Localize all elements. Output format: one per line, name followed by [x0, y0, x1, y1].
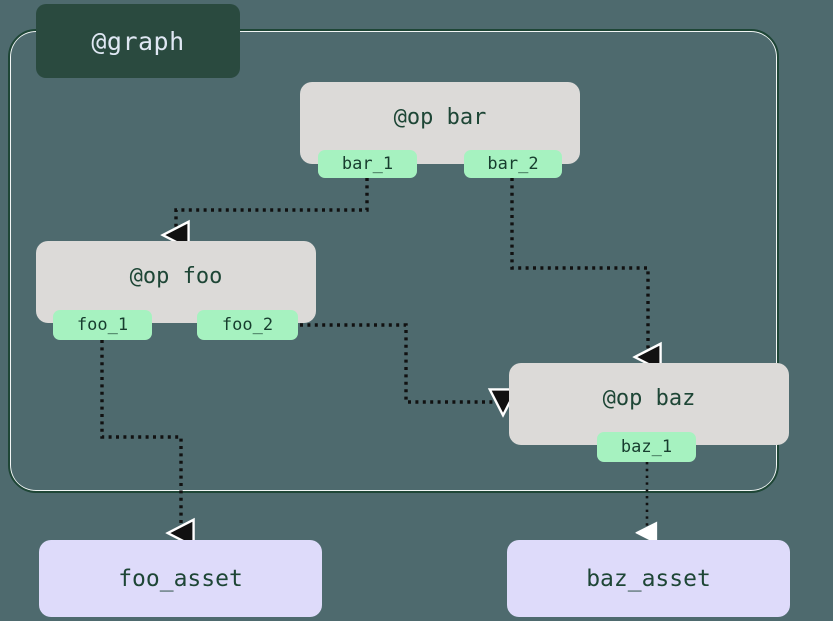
- port-bar_2[interactable]: bar_2: [464, 150, 562, 178]
- graph-container-boundary: [8, 29, 779, 493]
- edge-bar_1-to-foo: [176, 178, 369, 234]
- edge-foo_2-to-baz: [300, 323, 502, 402]
- graph-title-chip: @graph: [36, 4, 240, 78]
- op-node-baz[interactable]: @op baz: [509, 363, 789, 445]
- op-node-label-foo: @op foo: [129, 263, 223, 289]
- port-baz_1[interactable]: baz_1: [597, 432, 696, 462]
- op-node-label-baz: @op baz: [602, 385, 696, 411]
- port-foo_2[interactable]: foo_2: [197, 310, 298, 340]
- op-node-label-bar: @op bar: [393, 104, 487, 130]
- op-node-foo[interactable]: @op foo: [36, 241, 316, 323]
- edge-foo_1-to-foo_asset: [100, 340, 181, 532]
- port-bar_1[interactable]: bar_1: [318, 150, 417, 178]
- edge-bar_2-to-baz: [510, 178, 648, 356]
- graph-title-label: @graph: [91, 26, 185, 56]
- asset-node-baz_asset[interactable]: baz_asset: [507, 540, 790, 617]
- asset-node-foo_asset[interactable]: foo_asset: [39, 540, 322, 617]
- port-foo_1[interactable]: foo_1: [53, 310, 152, 340]
- edges-group: [100, 178, 648, 532]
